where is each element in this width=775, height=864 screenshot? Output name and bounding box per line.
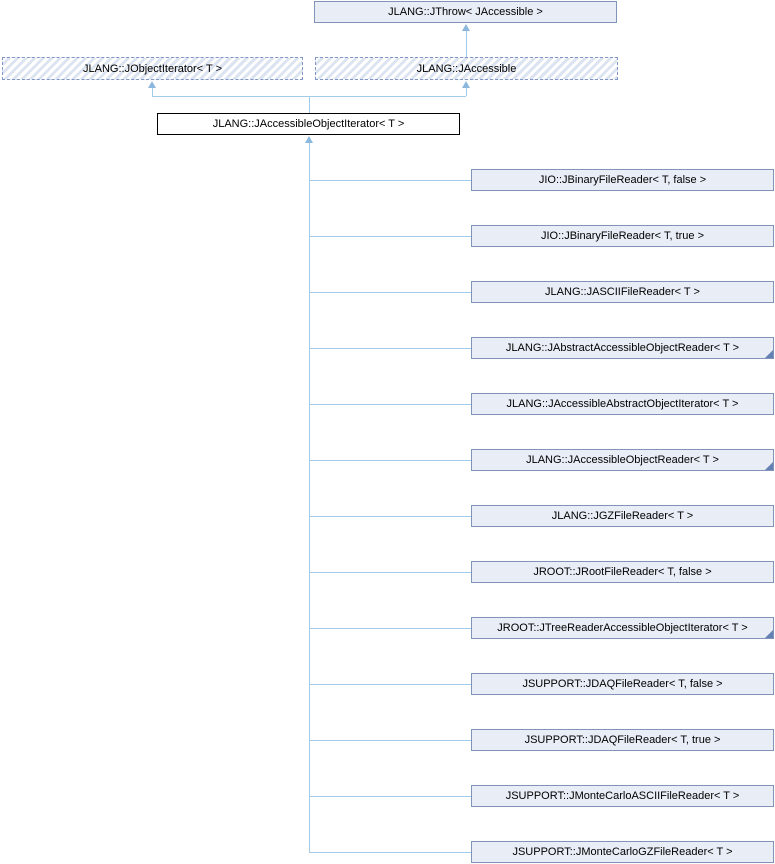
subclass-row: JSUPPORT::JDAQFileReader< T, false > xyxy=(309,673,775,695)
subclass-row: JSUPPORT::JMonteCarloASCIIFileReader< T … xyxy=(309,785,775,807)
node-label: JLANG::JAbstractAccessibleObjectReader< … xyxy=(505,342,740,354)
inheritance-arrowhead xyxy=(148,81,156,88)
edge-branch xyxy=(309,404,471,405)
node-jasciifilereader[interactable]: JLANG::JASCIIFileReader< T > xyxy=(471,281,774,303)
node-jaccessible[interactable]: JLANG::JAccessible xyxy=(315,57,618,80)
node-label: JLANG::JAccessible xyxy=(416,62,517,75)
node-jaccessibleobjectiterator-current: JLANG::JAccessibleObjectIterator< T > xyxy=(157,113,460,135)
expand-subclasses-marker[interactable] xyxy=(765,630,773,638)
node-label: JROOT::JRootFileReader< T, false > xyxy=(533,566,712,578)
node-label: JSUPPORT::JDAQFileReader< T, true > xyxy=(524,734,721,746)
subclass-row: JIO::JBinaryFileReader< T, true > xyxy=(309,225,775,247)
edge-branch xyxy=(309,852,471,853)
inheritance-arrowhead xyxy=(462,81,470,88)
node-jaccessibleabstractobjectiterator[interactable]: JLANG::JAccessibleAbstractObjectIterator… xyxy=(471,393,774,415)
node-label: JLANG::JThrow< JAccessible > xyxy=(388,6,543,18)
subclass-row: JLANG::JAccessibleAbstractObjectIterator… xyxy=(309,393,775,415)
node-jrootfilereader-false[interactable]: JROOT::JRootFileReader< T, false > xyxy=(471,561,774,583)
expand-subclasses-marker[interactable] xyxy=(765,350,773,358)
node-jobjectiterator[interactable]: JLANG::JObjectIterator< T > xyxy=(2,57,303,80)
edge-current-to-parents xyxy=(309,96,310,113)
edge-branch xyxy=(309,348,471,349)
edge-stub-right xyxy=(466,88,467,96)
node-jbinaryfilereader-true[interactable]: JIO::JBinaryFileReader< T, true > xyxy=(471,225,774,247)
edge-stub-left xyxy=(152,88,153,96)
inheritance-arrowhead xyxy=(462,24,470,31)
node-label: JLANG::JASCIIFileReader< T > xyxy=(545,286,700,298)
node-label: JROOT::JTreeReaderAccessibleObjectIterat… xyxy=(497,622,748,634)
edge-branch xyxy=(309,684,471,685)
node-label: JIO::JBinaryFileReader< T, false > xyxy=(538,174,707,186)
edge-branch xyxy=(309,460,471,461)
edge-branch xyxy=(309,236,471,237)
node-jthrow[interactable]: JLANG::JThrow< JAccessible > xyxy=(314,1,617,23)
node-jaccessibleobjectreader[interactable]: JLANG::JAccessibleObjectReader< T > xyxy=(471,449,774,471)
node-jmontecarlogzfilereader[interactable]: JSUPPORT::JMonteCarloGZFileReader< T > xyxy=(471,841,774,863)
edge-branch xyxy=(309,180,471,181)
node-label: JLANG::JAccessibleAbstractObjectIterator… xyxy=(506,398,739,410)
edge-branch xyxy=(309,572,471,573)
node-label: JSUPPORT::JMonteCarloASCIIFileReader< T … xyxy=(505,790,740,802)
node-jdaqfilereader-false[interactable]: JSUPPORT::JDAQFileReader< T, false > xyxy=(471,673,774,695)
edge-subclasses-spine xyxy=(309,143,310,852)
node-jgzfilereader[interactable]: JLANG::JGZFileReader< T > xyxy=(471,505,774,527)
subclass-row: JLANG::JAccessibleObjectReader< T > xyxy=(309,449,775,471)
subclass-row: JLANG::JAbstractAccessibleObjectReader< … xyxy=(309,337,775,359)
node-label: JSUPPORT::JMonteCarloGZFileReader< T > xyxy=(512,846,733,858)
node-label: JSUPPORT::JDAQFileReader< T, false > xyxy=(522,678,723,690)
node-label: JLANG::JObjectIterator< T > xyxy=(83,62,222,75)
node-label: JIO::JBinaryFileReader< T, true > xyxy=(540,230,705,242)
subclass-row: JSUPPORT::JMonteCarloGZFileReader< T > xyxy=(309,841,775,863)
node-label: JLANG::JGZFileReader< T > xyxy=(551,510,694,522)
node-label: JLANG::JAccessibleObjectIterator< T > xyxy=(212,118,405,130)
edge-branch xyxy=(309,740,471,741)
node-jdaqfilereader-true[interactable]: JSUPPORT::JDAQFileReader< T, true > xyxy=(471,729,774,751)
node-jabstractaccessibleobjectreader[interactable]: JLANG::JAbstractAccessibleObjectReader< … xyxy=(471,337,774,359)
subclass-row: JIO::JBinaryFileReader< T, false > xyxy=(309,169,775,191)
node-jbinaryfilereader-false[interactable]: JIO::JBinaryFileReader< T, false > xyxy=(471,169,774,191)
subclass-row: JROOT::JTreeReaderAccessibleObjectIterat… xyxy=(309,617,775,639)
node-jmontecarloasciifilereader[interactable]: JSUPPORT::JMonteCarloASCIIFileReader< T … xyxy=(471,785,774,807)
expand-subclasses-marker[interactable] xyxy=(765,462,773,470)
edge-branch xyxy=(309,796,471,797)
node-label: JLANG::JAccessibleObjectReader< T > xyxy=(526,454,719,466)
subclass-row: JSUPPORT::JDAQFileReader< T, true > xyxy=(309,729,775,751)
node-jtreereaderaccessibleobjectiterator[interactable]: JROOT::JTreeReaderAccessibleObjectIterat… xyxy=(471,617,774,639)
subclass-row: JROOT::JRootFileReader< T, false > xyxy=(309,561,775,583)
subclass-row: JLANG::JASCIIFileReader< T > xyxy=(309,281,775,303)
inheritance-arrowhead xyxy=(305,136,313,143)
edge-branch xyxy=(309,628,471,629)
subclass-row: JLANG::JGZFileReader< T > xyxy=(309,505,775,527)
edge-branch xyxy=(309,292,471,293)
edge-branch xyxy=(309,516,471,517)
edge-jaccessible-to-jthrow xyxy=(466,31,467,57)
